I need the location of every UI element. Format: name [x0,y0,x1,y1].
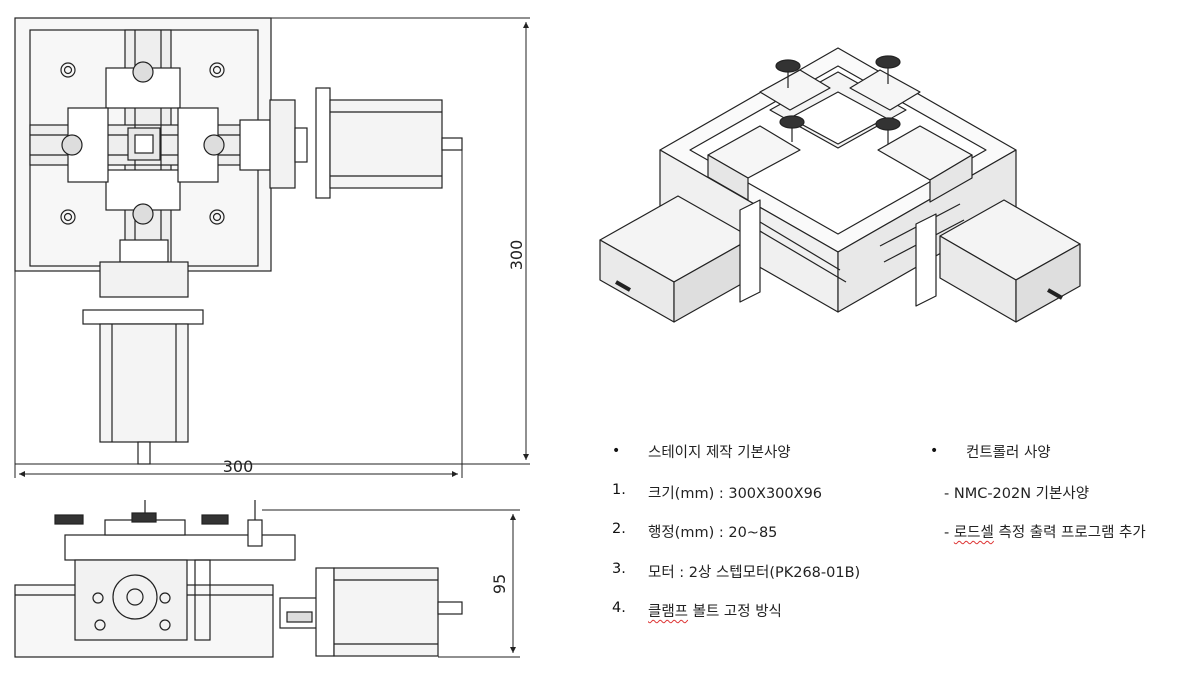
controller-item-2-underlined: 로드셀 [953,525,994,541]
top-view [14,17,463,465]
dimension-lines-top [14,17,530,478]
spec-item-4-underlined: 클램프 [648,604,689,620]
controller-spec-bullet: • [930,443,939,459]
controller-spec-heading: 컨트롤러 사양 [966,445,1051,461]
spec-item-3-motor: 모터 : 2상 스텝모터(PK268-01B) [648,565,861,581]
spec-item-3-number: 3. [612,561,626,577]
dim-top-width: 300 [223,457,254,476]
side-knobs [54,512,229,525]
spec-item-4-rest: 볼트 고정 방식 [688,604,782,620]
controller-item-2-rest: 측정 출력 프로그램 추가 [993,525,1146,541]
isometric-view [599,47,1081,323]
clamp-knobs [61,61,225,225]
dim-side-height: 95 [490,574,509,594]
spec-item-4-number: 4. [612,600,626,616]
dim-top-height: 300 [507,240,526,271]
dimension-lines-side [262,509,520,658]
spec-item-4-clamp: 클램프 볼트 고정 방식 [648,600,782,621]
side-view [14,500,463,658]
stage-spec-heading: 스테이지 제작 기본사양 [648,445,791,461]
iso-knobs [775,55,901,131]
spec-item-2-number: 2. [612,521,626,537]
controller-item-2: - 로드셀 측정 출력 프로그램 추가 [944,521,1146,542]
spec-item-1-size: 크기(mm) : 300X300X96 [648,486,823,502]
corner-holes [60,62,225,225]
spec-item-2-stroke: 행정(mm) : 20~85 [648,525,778,541]
stage-spec-bullet: • [612,443,621,459]
controller-item-2-prefix: - [944,525,954,541]
controller-item-1: - NMC-202N 기본사양 [944,486,1090,502]
spec-item-1-number: 1. [612,482,626,498]
